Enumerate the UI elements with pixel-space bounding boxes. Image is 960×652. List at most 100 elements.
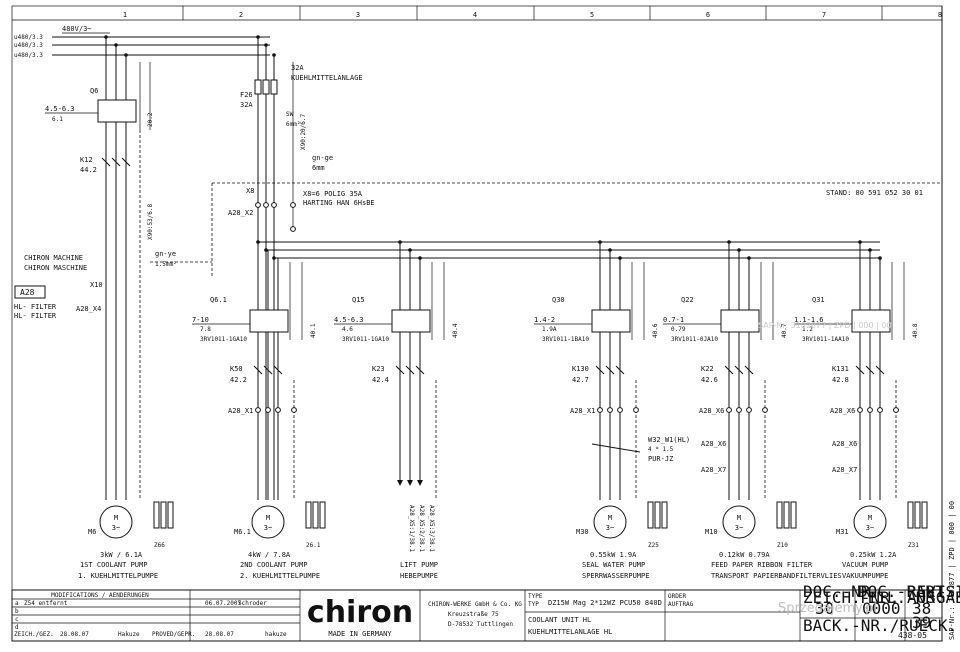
wire (855, 365, 865, 375)
terminal-label: A28_X5:3/38.1 (428, 505, 435, 552)
terminal-label: A28_X6 (830, 407, 855, 415)
contactor-tag: K23 (372, 365, 385, 373)
terminal-ring (607, 407, 613, 413)
drawn-date: 28.08.07 (60, 631, 89, 638)
connector-tag: X8 (246, 187, 254, 195)
motor-rating: 3kW / 6.1A (100, 551, 143, 559)
wire-size: 6mm (312, 164, 325, 172)
title-block (11, 589, 943, 642)
unit-name: COOLANT UNIT HL (528, 616, 591, 624)
doc-part-label-de: TEIL.-NR. (858, 588, 945, 607)
motor-phase: 3~ (264, 524, 272, 532)
modification-row-id: c (15, 616, 19, 623)
motor-tag: M30 (576, 528, 589, 536)
machine-label-en: CHIRON MACHINE (24, 254, 83, 262)
filter-element (661, 501, 668, 529)
motor-circuit-4: Q220.7-10.793RV1011-0JA1040.7K2242.6A28_… (663, 240, 842, 580)
terminal-label: A28_X7 (832, 466, 857, 474)
circuit-title-de: 2. KUEHLMITTELPUMPE (240, 572, 320, 580)
wire-sw-size: 6mm² (286, 121, 300, 128)
fuse-element (262, 79, 270, 95)
terminal-ring (290, 202, 296, 208)
terminal-ring (726, 407, 732, 413)
cable-type: PUR-JZ (648, 455, 673, 463)
motor-phase: 3~ (112, 524, 120, 532)
supply-phase-label: u480/3.3 (14, 42, 43, 49)
aux-contact-ref: 40.1 (310, 323, 317, 338)
grid-column-number: 5 (590, 11, 594, 19)
wire (263, 365, 273, 375)
supply-phase-label: u480/3.3 (14, 34, 43, 41)
wire (121, 157, 131, 167)
terminal-ring (290, 226, 296, 232)
connector-type: HARTING HAN 6HsBE (303, 199, 375, 207)
company-name: CHIRON-WERKE GmbH & Co. KG (428, 601, 522, 608)
revision-value: 38 (912, 599, 931, 618)
modification-row-id: b (15, 608, 19, 615)
motor-rating: 0.12kW 0.79A (719, 551, 770, 559)
modification-row-id: d (15, 624, 19, 631)
drawn-name: Hakuze (118, 631, 140, 638)
grid-column-number: 2 (239, 11, 243, 19)
breaker-type: 3RV1011-0JA10 (671, 336, 718, 343)
order-label-de: AUFTRAG (668, 601, 694, 608)
motor-tag: M6.1 (234, 528, 251, 536)
revision-label-de: AUSGABE (907, 588, 960, 607)
wire-size: 1.5mm² (155, 261, 177, 268)
motor-symbol (593, 505, 627, 539)
terminal-block-tag: Z31 (908, 542, 919, 549)
wire (253, 365, 263, 375)
breaker-tag: Q6.1 (210, 296, 227, 304)
order-label: ORDER (668, 593, 686, 600)
contactor-ref: 42.6 (701, 376, 718, 384)
modification-text: Z54 entfernt (24, 600, 68, 607)
circuit-breaker (591, 309, 631, 333)
sap-number: SAP-Nr.: 3102877 | ZPD | 000 | 00 (948, 501, 956, 640)
motor-circuit-2: Q154.5-6.34.63RV1011-1GA1040.4K2342.4A28… (334, 240, 459, 580)
terminal-label: A28_X2 (228, 209, 253, 217)
breaker-setting: 1.1-1.6 (794, 316, 824, 324)
motor-circuit-5: Q311.1-1.61.23RV1011-1AA1040.8K13142.8A2… (794, 240, 928, 580)
terminal-ring (867, 407, 873, 413)
terminal-ring (746, 407, 752, 413)
grid-column-number: 1 (123, 11, 127, 19)
motor-tag: M10 (705, 528, 718, 536)
motor-rating: 0.25kW 1.2A (850, 551, 897, 559)
breaker-tag: Q15 (352, 296, 365, 304)
arrow-down (397, 480, 403, 486)
company-city: D-78532 Tuttlingen (448, 621, 513, 628)
aux-contact-ref: 40.7 (781, 323, 788, 338)
breaker-type: 3RV1011-1BA10 (542, 336, 589, 343)
wire-color: gn-ye (155, 250, 176, 258)
motor-symbol (853, 505, 887, 539)
filter-element (647, 501, 654, 529)
type-value: DZ15W Mag 2*12WZ PCU50 840D (548, 599, 662, 607)
breaker-setting: 4.5-6.3 (334, 316, 364, 324)
company-street: Kreuzstraße 75 (448, 611, 499, 618)
modifications-header: MODIFICATIONS / AENDERUNGEN (51, 592, 149, 599)
circuit-breaker-q6 (97, 99, 137, 123)
connector-description: X8=6 POLIG 35A (303, 190, 363, 198)
terminal-ring (265, 407, 271, 413)
drawn-label: ZEICH./GEZ. (14, 631, 54, 638)
company-logo: chiron (307, 595, 413, 630)
contact-ref: 20.2 (147, 112, 154, 127)
fuse-tag: F26 (240, 91, 253, 99)
supply-phase-label: u480/3.3 (14, 52, 43, 59)
checked-label: PROVED/GEPR. (152, 631, 195, 638)
terminal-label: A28_X7 (701, 466, 726, 474)
doc-part: 0000 (862, 599, 901, 618)
terminal-ring (857, 407, 863, 413)
wire (395, 365, 405, 375)
breaker-setting-ref: 6.1 (52, 116, 63, 123)
fuse-element (254, 79, 262, 95)
filter-element (654, 501, 661, 529)
terminal-label: A28_X1 (228, 407, 253, 415)
wire (615, 365, 625, 375)
terminal-ring (633, 407, 639, 413)
typ-label: TYP (528, 601, 539, 608)
motor-letter: M (266, 514, 270, 522)
filter-tag-box (14, 285, 46, 299)
made-in: MADE IN GERMANY (328, 630, 392, 638)
